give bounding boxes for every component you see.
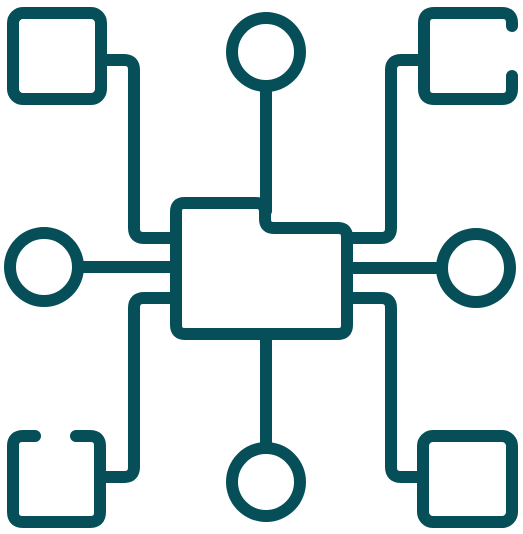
folder-icon — [170, 197, 353, 340]
top-left-connector — [95, 54, 182, 244]
right-circle-node-icon — [436, 228, 516, 308]
bottom-right-square-node-icon — [417, 430, 518, 528]
top-right-open-square-node-icon — [418, 7, 518, 105]
bottom-right-connector — [341, 292, 429, 483]
top-right-connector — [341, 54, 430, 244]
top-left-square-node-icon — [7, 7, 107, 105]
bottom-left-connector — [94, 292, 182, 483]
bottom-left-open-square-node-icon — [7, 430, 106, 528]
bottom-circle-node-icon — [226, 442, 306, 522]
top-circle-node-icon — [226, 12, 306, 92]
left-circle-node-icon — [4, 227, 84, 307]
